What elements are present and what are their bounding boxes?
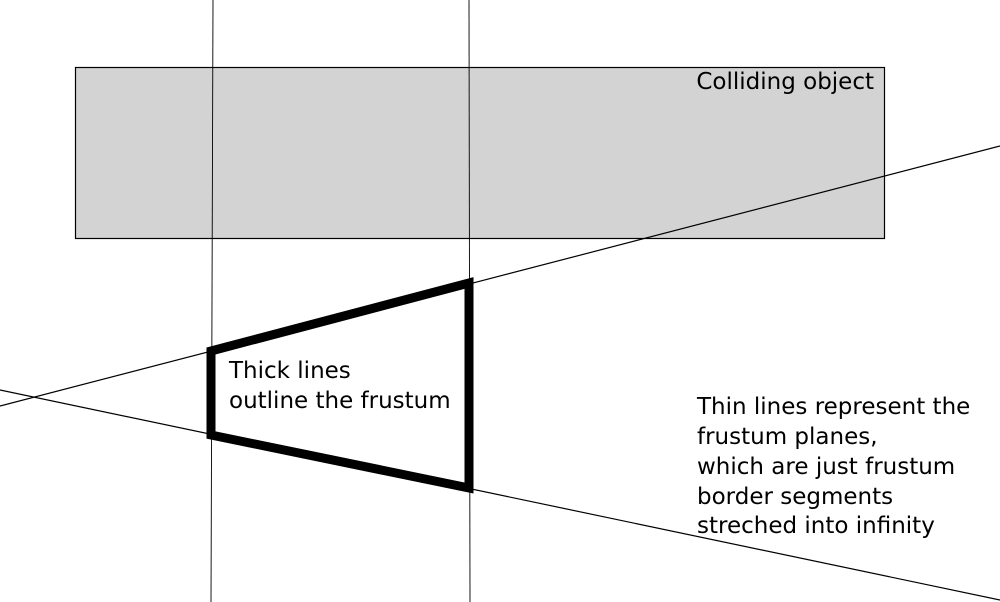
frustum-outline [206,277,474,494]
thin-lines-label-line: streched into infinity [697,513,935,539]
thin-lines-label-line: Thin lines represent the [696,394,970,420]
frustum-plane-top [0,145,1000,407]
thick-lines-label: Thick lines outline the frustum [228,358,451,414]
thick-lines-label-line: outline the frustum [229,388,451,414]
frustum-plane-bottom [0,389,1000,601]
thin-lines-label-line: frustum planes, [697,424,878,450]
thin-lines-label-line: border segments [697,484,893,510]
colliding-object [74,66,886,240]
frustum-plane-left [210,0,214,602]
thick-lines-label-line: Thick lines [228,358,351,384]
colliding-object-label: Colliding object [696,69,874,95]
thin-lines-label-line: which are just frustum [697,454,955,480]
thin-lines-label: Thin lines represent the frustum planes,… [696,394,978,539]
